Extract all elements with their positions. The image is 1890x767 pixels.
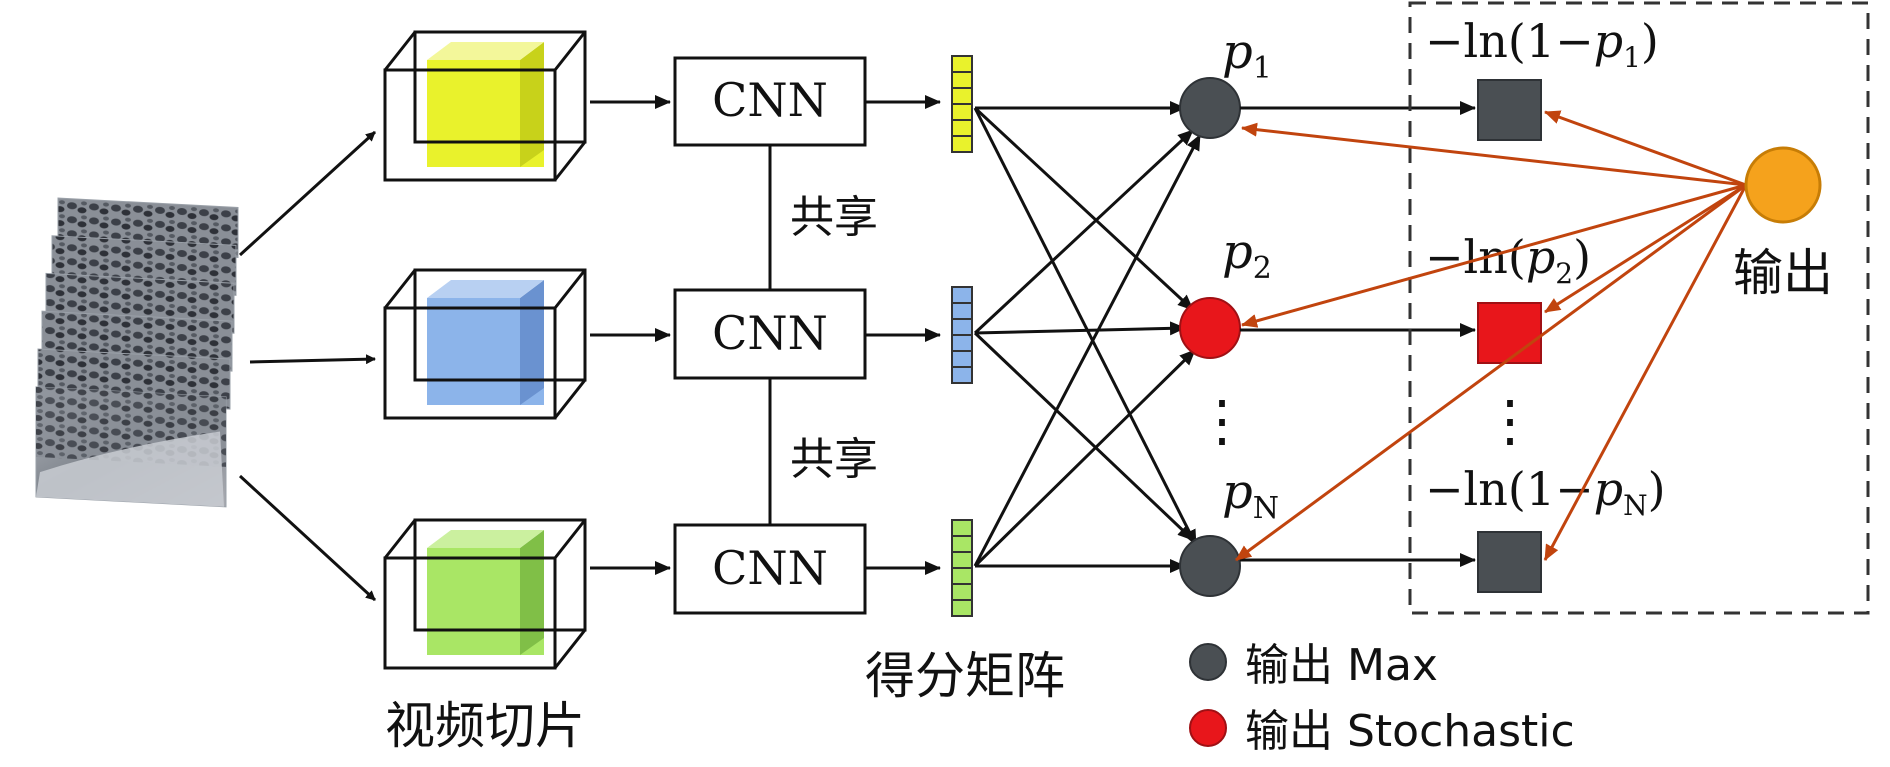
loss-label-2: −ln(p2) xyxy=(1425,230,1591,290)
score-to-node-arrows xyxy=(973,101,1202,573)
legend: 输出 Max 输出 Stochastic xyxy=(1189,640,1575,757)
cnn-box-1: CNN xyxy=(673,56,867,147)
p1-node xyxy=(1179,77,1241,139)
cnn-box-2: CNN xyxy=(673,288,867,380)
video-slices-label: 视频切片 xyxy=(385,697,585,755)
legend-label-stochastic: 输出 Stochastic xyxy=(1245,706,1575,757)
ellipsis-loss: ⋮ xyxy=(1482,389,1538,454)
loss-region-dashed-box xyxy=(1408,1,1870,615)
p1-label: p1 xyxy=(1222,24,1272,86)
output-red-arrows xyxy=(1235,110,1748,562)
legend-label-max: 输出 Max xyxy=(1245,640,1438,691)
shared-label: 共享 xyxy=(790,192,878,243)
video-frames-stack xyxy=(35,197,239,508)
loss-label-1: −ln(1−p1) xyxy=(1425,14,1659,74)
score-vector-yellow xyxy=(951,55,973,153)
node-to-loss-arrows xyxy=(1240,101,1476,567)
loss-square-n xyxy=(1477,531,1542,593)
loss-label-n: −ln(1−pN) xyxy=(1425,462,1666,522)
cnn-label: CNN xyxy=(712,541,828,595)
score-vector-green xyxy=(951,519,973,617)
loss-square-1 xyxy=(1477,79,1542,141)
shared-label: 共享 xyxy=(790,434,878,485)
cnn-label: CNN xyxy=(712,73,828,127)
p2-node xyxy=(1179,297,1241,359)
slice-to-cnn-arrows xyxy=(590,95,671,575)
loss-square-2 xyxy=(1477,302,1542,364)
output-node xyxy=(1744,146,1822,224)
cnn-label: CNN xyxy=(712,306,828,360)
score-vector-blue xyxy=(951,286,973,384)
pn-label: pN xyxy=(1222,464,1279,526)
slice-box-yellow xyxy=(383,30,587,182)
score-matrix-label: 得分矩阵 xyxy=(865,647,1065,705)
cnn-to-score-arrows xyxy=(865,95,941,575)
ellipsis-nodes: ⋮ xyxy=(1194,389,1250,454)
stack-to-slice-arrows xyxy=(238,130,377,602)
gray-circle-icon xyxy=(1189,643,1227,681)
pn-node xyxy=(1179,535,1241,597)
p2-label: p2 xyxy=(1222,224,1272,286)
slice-box-blue xyxy=(383,268,587,420)
output-label: 输出 xyxy=(1733,244,1833,302)
cnn-box-3: CNN xyxy=(673,523,867,615)
slice-box-green xyxy=(383,518,587,670)
red-circle-icon xyxy=(1189,709,1227,747)
